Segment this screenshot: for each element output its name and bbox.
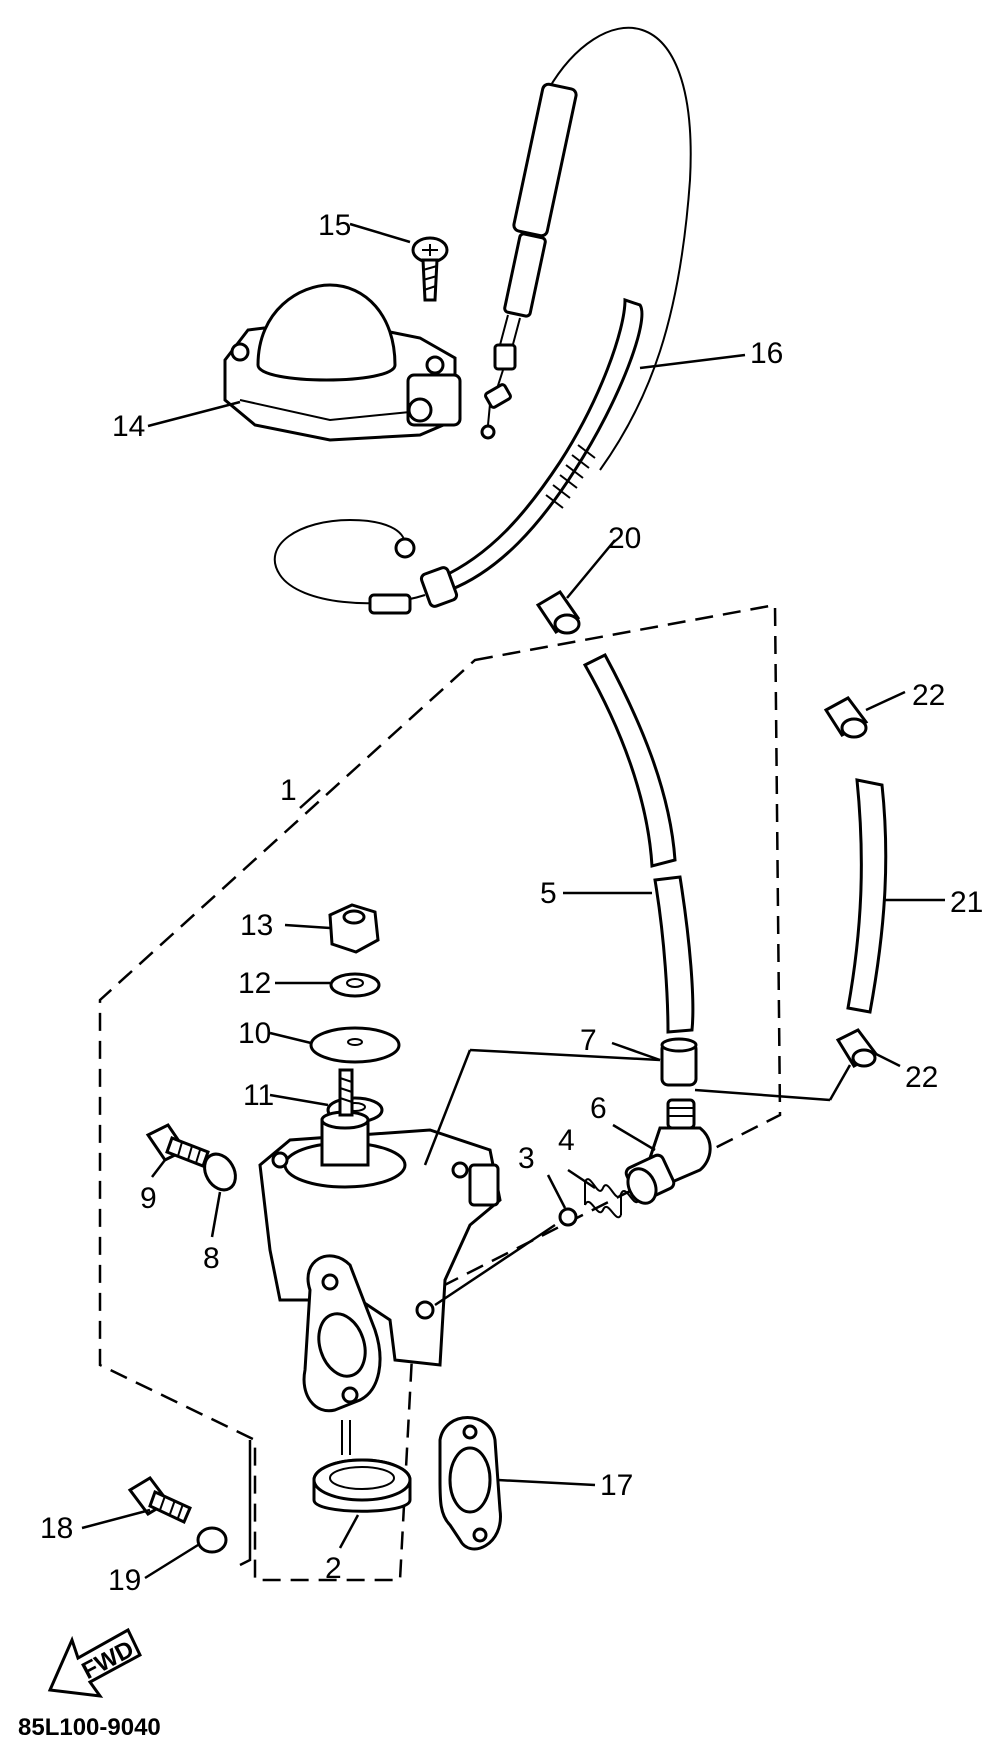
label-part-2: 2: [325, 1552, 342, 1585]
part-5-hose-upper: [582, 653, 677, 868]
part-5-hose-lower: [653, 875, 695, 1034]
part-18-bolt: [127, 1476, 192, 1525]
label-part-4: 4: [558, 1124, 575, 1157]
label-part-6: 6: [590, 1092, 607, 1125]
part-13-nut: [328, 903, 380, 954]
label-part-14: 14: [112, 410, 145, 443]
label-part-10: 10: [238, 1017, 271, 1050]
label-part-21: 21: [950, 886, 983, 919]
part-22-clip-lower: [835, 1028, 879, 1068]
part-12-washer: [329, 972, 381, 998]
label-part-5: 5: [540, 877, 557, 910]
part-15-screw: [411, 236, 449, 302]
assembly-outline: [98, 603, 782, 1582]
oil-cable: [480, 27, 692, 471]
label-part-9: 9: [140, 1182, 157, 1215]
oil-pump-body: [258, 1068, 502, 1413]
label-part-22-upper: 22: [912, 679, 945, 712]
label-part-17: 17: [600, 1469, 633, 1502]
label-part-3: 3: [518, 1142, 535, 1175]
label-part-20: 20: [608, 522, 641, 555]
part-9-bolt: [145, 1123, 210, 1168]
part-19-washer: [196, 1526, 228, 1554]
part-6-elbow: [624, 1098, 712, 1205]
part-7-joint: [660, 1037, 698, 1087]
part-2-seal: [312, 1458, 412, 1513]
forward-direction-arrow-icon: FWD: [47, 1627, 142, 1698]
leader-lines: [81, 222, 945, 1580]
part-17-gasket: [438, 1416, 502, 1551]
label-part-8: 8: [203, 1242, 220, 1275]
label-part-18: 18: [40, 1512, 73, 1545]
part-22-clip-upper: [823, 696, 869, 739]
label-part-12: 12: [238, 967, 271, 1000]
label-part-15: 15: [318, 209, 351, 242]
part-4-spring: [584, 1178, 640, 1219]
label-part-11: 11: [243, 1079, 274, 1112]
label-part-1: 1: [280, 774, 297, 807]
label-part-16: 16: [750, 337, 783, 370]
label-part-19: 19: [108, 1564, 141, 1597]
label-part-13: 13: [240, 909, 273, 942]
part-8-washer: [203, 1152, 237, 1192]
diagram-code: 85L100-9040: [18, 1714, 161, 1741]
label-part-7: 7: [580, 1024, 597, 1057]
label-part-22-lower: 22: [905, 1061, 938, 1094]
part-20-clip: [535, 589, 581, 635]
part-21-hose: [846, 778, 888, 1014]
part-10-washer: [309, 1026, 401, 1064]
part-14-cover: [223, 283, 462, 442]
part-3-ball: [558, 1207, 578, 1227]
part-16-hose: [273, 297, 644, 615]
